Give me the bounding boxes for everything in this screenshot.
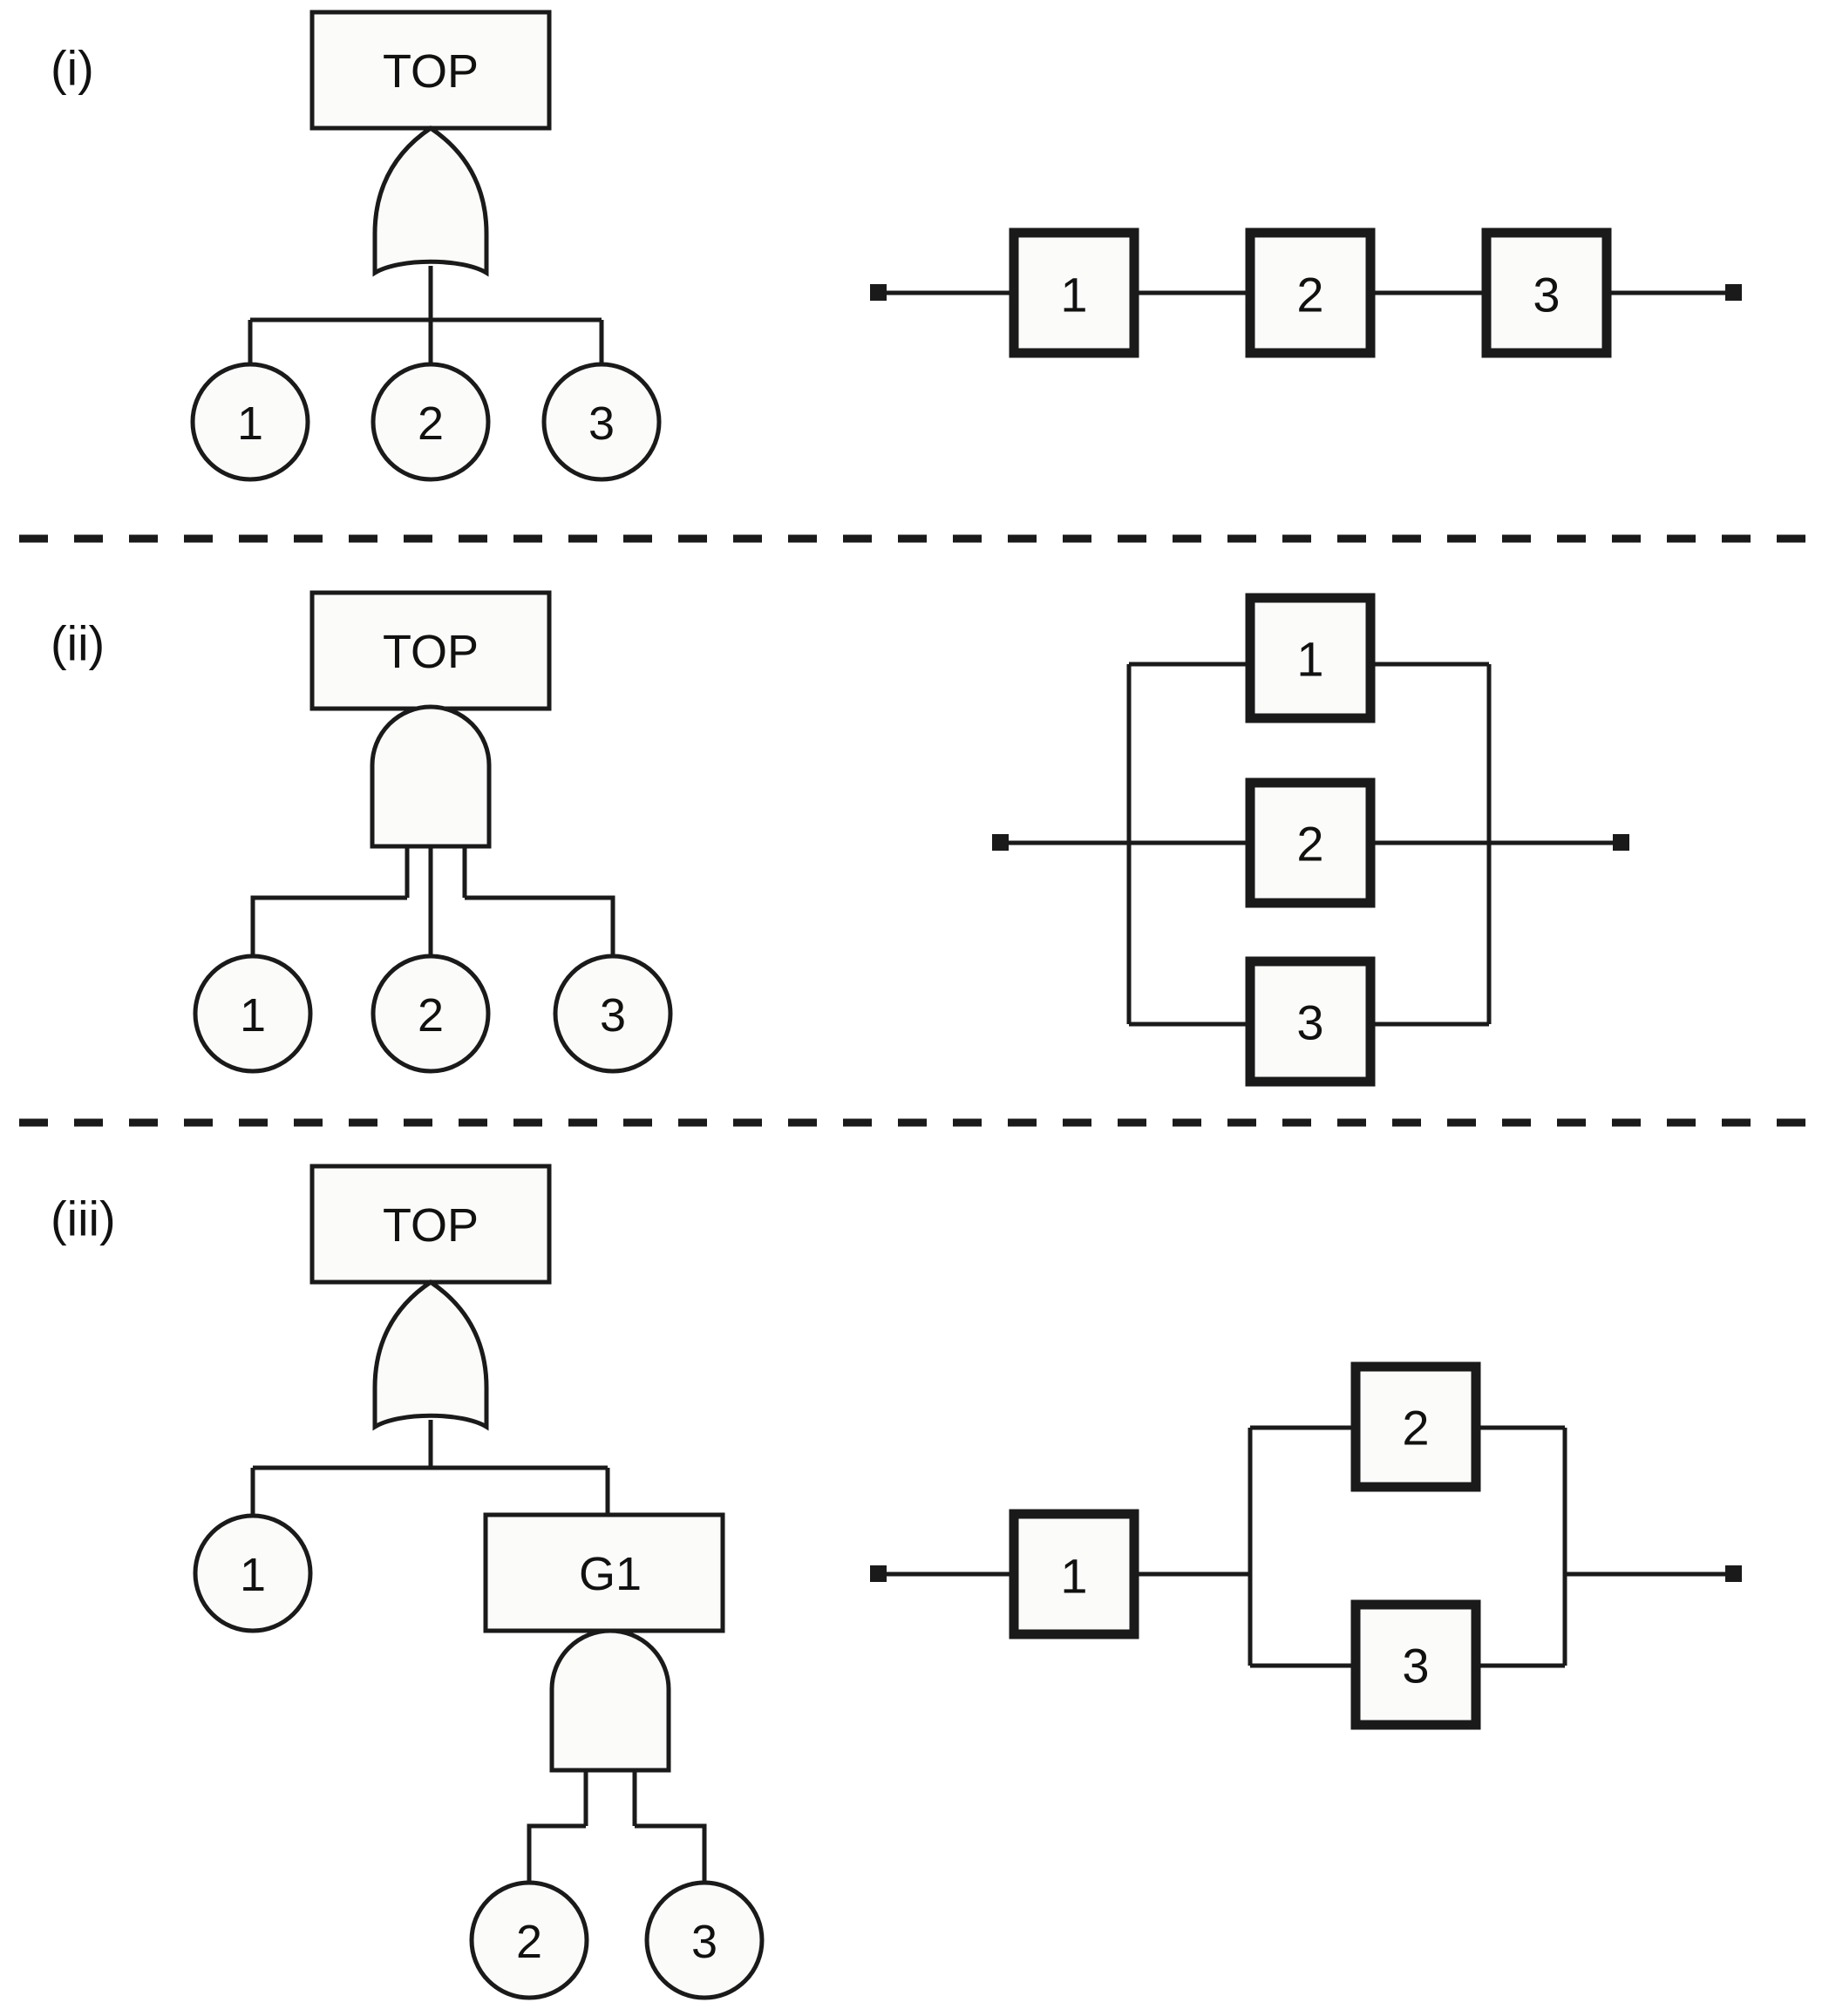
basic-event-circle-3[interactable] xyxy=(553,954,673,1074)
branch-line-3 xyxy=(635,1823,707,1883)
fault-tree-i: TOP 1 2 3 xyxy=(190,10,662,482)
rbd-block-label-3: 3 xyxy=(1296,995,1323,1050)
intermediate-event-box-g1[interactable] xyxy=(483,1512,725,1633)
basic-event-label-2: 2 xyxy=(418,989,444,1042)
branch-line-3 xyxy=(465,895,615,957)
rbd-block-2[interactable] xyxy=(1350,1361,1481,1492)
basic-event-label-2: 2 xyxy=(418,397,444,450)
section-marker-i: (i) xyxy=(51,41,94,96)
basic-event-circle-2[interactable] xyxy=(371,362,491,482)
section-marker-iii: (iii) xyxy=(51,1191,116,1246)
basic-event-circle-3[interactable] xyxy=(541,362,662,482)
and-gate[interactable] xyxy=(370,704,492,849)
basic-event-label-3: 3 xyxy=(691,1916,717,1968)
branch-line-2 xyxy=(527,1823,586,1883)
rbd-series-i: 1 2 3 xyxy=(870,227,1742,358)
intermediate-event-label-g1: G1 xyxy=(579,1548,642,1600)
fault-tree-ii: TOP 1 2 3 xyxy=(193,590,673,1074)
basic-event-label-3: 3 xyxy=(588,397,615,450)
rbd-series-parallel-iii: 1 2 3 xyxy=(870,1361,1742,1730)
rbd-block-3[interactable] xyxy=(1245,956,1376,1087)
section-marker-ii: (ii) xyxy=(51,616,105,671)
rbd-block-label-2: 2 xyxy=(1296,817,1323,872)
or-gate[interactable] xyxy=(372,1279,489,1431)
rbd-block-2[interactable] xyxy=(1245,227,1376,358)
basic-event-circle-2[interactable] xyxy=(371,954,491,1074)
basic-event-circle-2[interactable] xyxy=(469,1880,589,2000)
output-terminal xyxy=(1725,284,1742,301)
rbd-block-label-2: 2 xyxy=(1402,1401,1429,1456)
section-i: (i) TOP 1 2 3 xyxy=(51,10,1742,482)
top-event-label: TOP xyxy=(383,1199,479,1252)
top-event-box[interactable] xyxy=(309,1164,552,1285)
output-terminal xyxy=(1613,834,1629,851)
branch-line-1 xyxy=(250,895,407,957)
rbd-block-label-3: 3 xyxy=(1402,1639,1429,1694)
basic-event-label-3: 3 xyxy=(600,989,626,1042)
rbd-parallel-ii: 1 2 3 xyxy=(992,593,1629,1087)
basic-event-label-2: 2 xyxy=(516,1916,542,1968)
rbd-block-label-1: 1 xyxy=(1296,632,1323,687)
fault-tree-iii: TOP 1 G1 2 3 xyxy=(193,1164,765,2000)
top-event-label: TOP xyxy=(383,45,479,98)
rbd-block-2[interactable] xyxy=(1245,777,1376,908)
basic-event-circle-1[interactable] xyxy=(193,954,313,1074)
basic-event-circle-3[interactable] xyxy=(644,1880,765,2000)
rbd-block-1[interactable] xyxy=(1245,593,1376,723)
rbd-block-label-2: 2 xyxy=(1296,268,1323,322)
rbd-block-label-3: 3 xyxy=(1533,268,1560,322)
section-iii: (iii) TOP 1 G1 2 xyxy=(51,1164,1742,2000)
or-gate[interactable] xyxy=(372,125,489,277)
rbd-block-1[interactable] xyxy=(1009,227,1139,358)
rbd-block-label-1: 1 xyxy=(1060,1549,1087,1604)
rbd-block-label-1: 1 xyxy=(1060,268,1087,322)
basic-event-label-1: 1 xyxy=(240,1549,266,1601)
basic-event-label-1: 1 xyxy=(237,397,263,450)
basic-event-circle-1[interactable] xyxy=(193,1513,313,1633)
output-terminal xyxy=(1725,1565,1742,1582)
basic-event-circle-1[interactable] xyxy=(190,362,310,482)
rbd-block-3[interactable] xyxy=(1350,1599,1481,1730)
top-event-label: TOP xyxy=(383,626,479,678)
basic-event-label-1: 1 xyxy=(240,989,266,1042)
section-ii: (ii) TOP 1 2 3 xyxy=(51,590,1629,1087)
and-gate[interactable] xyxy=(549,1628,671,1773)
